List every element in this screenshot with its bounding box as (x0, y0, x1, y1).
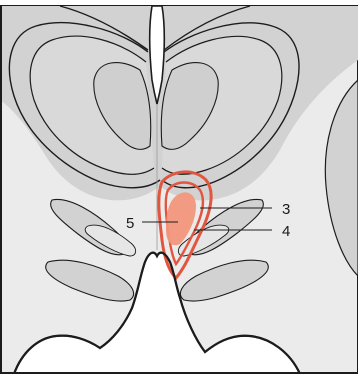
label-3: 3 (282, 201, 290, 218)
label-4: 4 (282, 223, 290, 240)
label-5: 5 (126, 215, 134, 232)
